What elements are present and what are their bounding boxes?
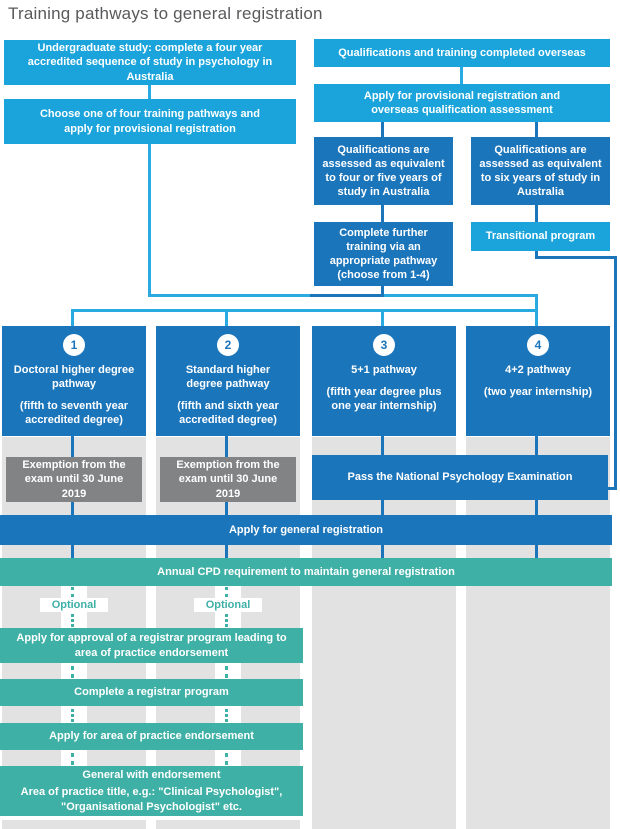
assessed-six-box: Qualifications are assessed as equivalen…	[471, 137, 610, 205]
apply-endorsement-label: Apply for area of practice endorsement	[49, 730, 254, 743]
pathway-3-detail: (fifth year degree plus one year interns…	[326, 386, 442, 413]
general-with-endorsement-title: General with endorsement	[82, 769, 221, 782]
dotted-connector	[71, 666, 74, 678]
pathway-column-track-4	[466, 437, 610, 829]
optional-label-2: Optional	[194, 598, 262, 612]
dotted-connector	[71, 587, 74, 597]
optional-label-1: Optional	[40, 598, 108, 612]
pathway-2-detail: (fifth and sixth year accredited degree)	[177, 400, 279, 427]
dotted-connector	[225, 753, 228, 765]
undergraduate-study-label: Undergraduate study: complete a four yea…	[27, 42, 273, 83]
pathway-2-title: Standard higher degree pathway	[185, 364, 271, 391]
registrar-approval-box: Apply for approval of a registrar progra…	[0, 628, 303, 663]
exemption-2-label: Exemption from the exam until 30 June 20…	[176, 459, 280, 500]
apply-general-registration-label: Apply for general registration	[228, 523, 384, 536]
exemption-box-2: Exemption from the exam until 30 June 20…	[160, 457, 296, 502]
pathway-1-box: 1 Doctoral higher degree pathway (fifth …	[2, 326, 146, 436]
connector-assessed6-to-transitional	[535, 205, 538, 222]
connector-right-edge-vertical	[614, 256, 617, 490]
assessed-six-label: Qualifications are assessed as equivalen…	[479, 143, 602, 199]
bus-drop-pathway-3	[381, 309, 384, 326]
connector-undergrad-to-choose	[148, 84, 151, 99]
further-training-label: Complete further training via an appropr…	[329, 226, 438, 282]
connector-further-bus-overlay	[310, 294, 384, 297]
overseas-qualifications-box: Qualifications and training completed ov…	[314, 39, 610, 67]
connector-apply-to-assessed45	[381, 122, 384, 137]
connector-further-to-bus	[381, 286, 384, 297]
annual-cpd-bar: Annual CPD requirement to maintain gener…	[0, 558, 612, 586]
dotted-connector	[71, 709, 74, 722]
dotted-connector	[225, 666, 228, 678]
overseas-qualifications-label: Qualifications and training completed ov…	[338, 46, 586, 59]
pathway-1-title: Doctoral higher degree pathway	[13, 364, 135, 391]
connector-col2-to-apply	[225, 502, 228, 515]
dotted-connector	[225, 614, 228, 627]
connector-col1-to-exemption	[71, 436, 74, 457]
bus-drop-pathway-1	[71, 309, 74, 326]
connector-col2-to-cpd	[225, 545, 228, 558]
pathway-4-title: 4+2 pathway	[505, 364, 571, 376]
apply-provisional-box: Apply for provisional registration and o…	[314, 84, 610, 122]
exemption-1-label: Exemption from the exam until 30 June 20…	[22, 459, 126, 500]
pathway-3-box: 3 5+1 pathway (fifth year degree plus on…	[312, 326, 456, 436]
complete-registrar-box: Complete a registrar program	[0, 679, 303, 706]
connector-col3-to-exam	[381, 436, 384, 455]
bottom-gap	[0, 816, 310, 820]
annual-cpd-label: Annual CPD requirement to maintain gener…	[157, 565, 455, 578]
pass-exam-label: Pass the National Psychology Examination	[347, 471, 573, 484]
assessed-four-five-box: Qualifications are assessed as equivalen…	[314, 137, 453, 205]
pathway-3-number: 3	[373, 334, 395, 356]
general-with-endorsement-box: General with endorsement Area of practic…	[0, 766, 303, 816]
pathway-3-title: 5+1 pathway	[351, 364, 417, 376]
connector-overseas-to-apply	[460, 67, 463, 84]
connector-assessed45-to-further	[381, 205, 384, 222]
registrar-approval-label: Apply for approval of a registrar progra…	[16, 632, 287, 659]
further-training-box: Complete further training via an appropr…	[314, 222, 453, 286]
connector-col1-to-apply	[71, 502, 74, 515]
pass-exam-box: Pass the National Psychology Examination	[312, 455, 608, 500]
pathway-1-number: 1	[63, 334, 85, 356]
pathway-2-number: 2	[217, 334, 239, 356]
bus-lower-horizontal	[71, 309, 538, 312]
general-with-endorsement-detail: Area of practice title, e.g.: "Clinical …	[20, 786, 283, 813]
pathway-1-detail: (fifth to seventh year accredited degree…	[19, 400, 129, 427]
pathway-column-track-3	[312, 437, 456, 829]
assessed-four-five-label: Qualifications are assessed as equivalen…	[322, 143, 445, 199]
connector-col3-to-apply	[381, 500, 384, 515]
transitional-program-box: Transitional program	[471, 222, 610, 251]
apply-general-registration-bar: Apply for general registration	[0, 515, 612, 545]
dotted-connector	[71, 753, 74, 765]
bus-drop-pathway-4	[535, 294, 538, 326]
connector-transitional-down	[535, 251, 538, 259]
pathway-4-box: 4 4+2 pathway (two year internship)	[466, 326, 610, 436]
pathway-2-box: 2 Standard higher degree pathway (fifth …	[156, 326, 300, 436]
choose-pathway-label: Choose one of four training pathways and…	[39, 108, 260, 135]
undergraduate-study-box: Undergraduate study: complete a four yea…	[4, 40, 296, 85]
apply-provisional-label: Apply for provisional registration and o…	[363, 89, 561, 116]
connector-col4-to-apply	[535, 500, 538, 515]
pathway-4-number: 4	[527, 334, 549, 356]
choose-pathway-box: Choose one of four training pathways and…	[4, 99, 296, 144]
transitional-program-label: Transitional program	[485, 230, 596, 243]
dotted-connector	[225, 587, 228, 597]
pathway-4-detail: (two year internship)	[483, 386, 593, 399]
exemption-box-1: Exemption from the exam until 30 June 20…	[6, 457, 142, 502]
connector-choose-to-bus	[148, 144, 151, 297]
connector-col4-to-cpd	[535, 545, 538, 558]
connector-col3-to-cpd	[381, 545, 384, 558]
dotted-connector	[71, 614, 74, 627]
connector-col1-to-cpd	[71, 545, 74, 558]
connector-col4-to-exam	[535, 436, 538, 455]
page-title: Training pathways to general registratio…	[8, 4, 323, 23]
connector-hook-to-exam	[608, 487, 617, 490]
bus-drop-pathway-2	[225, 309, 228, 326]
complete-registrar-label: Complete a registrar program	[74, 686, 229, 699]
connector-col2-to-exemption	[225, 436, 228, 457]
dotted-connector	[225, 709, 228, 722]
connector-apply-to-assessed6	[535, 122, 538, 137]
connector-transitional-right	[535, 256, 617, 259]
apply-endorsement-box: Apply for area of practice endorsement	[0, 723, 303, 750]
